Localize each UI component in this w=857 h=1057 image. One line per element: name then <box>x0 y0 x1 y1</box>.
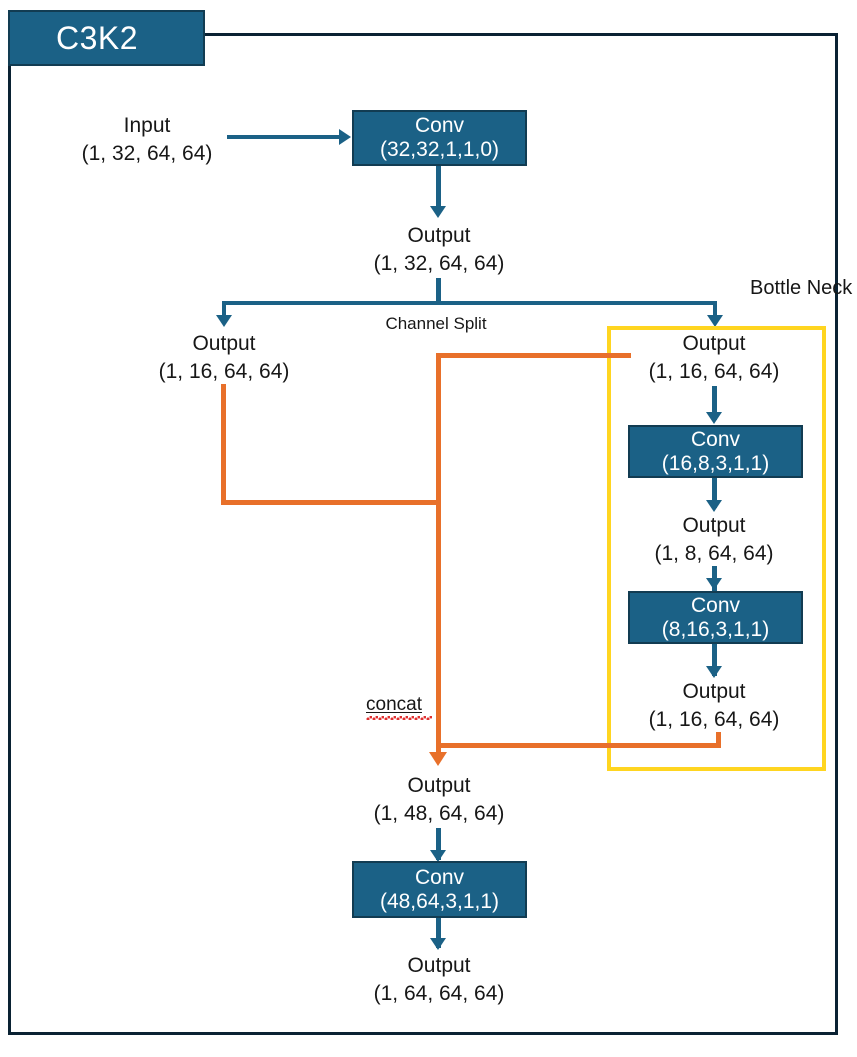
bottleneck-frame <box>607 326 826 771</box>
split-bus <box>222 301 717 305</box>
conv-final-params: (48,64,3,1,1) <box>379 889 500 913</box>
final-output-name: Output <box>407 954 471 977</box>
output-left-shape: (1, 16, 64, 64) <box>158 360 290 383</box>
split-left-drop <box>222 301 226 319</box>
bn-output-shape: (1, 16, 64, 64) <box>648 708 780 731</box>
concat-out-to-conv-arrowhead <box>430 850 446 862</box>
orange-concat-arrowhead <box>429 752 447 766</box>
bn-conv1-out-line <box>712 478 717 508</box>
input-label: Input (1, 32, 64, 64) <box>62 112 232 168</box>
orange-bn-out-vertical <box>716 732 721 748</box>
bn-in-to-conv1-arrowhead <box>706 412 722 424</box>
conv-block-1: Conv (32,32,1,1,0) <box>352 110 527 166</box>
conv1-out-line <box>436 166 441 210</box>
bn-input-name: Output <box>682 332 746 355</box>
split-stem <box>436 278 441 305</box>
orange-left-vertical <box>221 384 226 505</box>
bn-mid-label: Output (1, 8, 64, 64) <box>628 512 800 568</box>
bottleneck-conv-1-name: Conv <box>690 427 741 451</box>
output1-name: Output <box>407 224 471 247</box>
output1-shape: (1, 32, 64, 64) <box>373 252 505 275</box>
split-left-arrowhead <box>216 315 232 327</box>
bn-mid-to-conv2-arrowhead <box>706 578 722 590</box>
concat-output-label: Output (1, 48, 64, 64) <box>353 772 525 828</box>
conv1-out-arrowhead <box>430 206 446 218</box>
bn-mid-name: Output <box>682 514 746 537</box>
bn-in-to-conv1-line <box>712 386 717 420</box>
bn-conv2-out-arrowhead <box>706 666 722 678</box>
conv-block-final: Conv (48,64,3,1,1) <box>352 861 527 918</box>
split-right-drop <box>713 301 717 319</box>
input-name: Input <box>123 114 171 137</box>
bn-mid-shape: (1, 8, 64, 64) <box>654 542 774 565</box>
bn-input-shape: (1, 16, 64, 64) <box>648 360 780 383</box>
orange-bn-tap-horizontal <box>436 353 631 358</box>
bn-output-label: Output (1, 16, 64, 64) <box>628 678 800 734</box>
conv-final-out-line <box>436 918 441 948</box>
page-title: C3K2 <box>56 20 139 56</box>
input-arrow-head <box>339 129 351 145</box>
orange-concat-vertical <box>436 500 441 758</box>
bn-conv2-out-line <box>712 644 717 676</box>
bn-output-name: Output <box>682 680 746 703</box>
concat-spellcheck-underline <box>366 716 432 720</box>
bottleneck-conv-block-1: Conv (16,8,3,1,1) <box>628 425 803 478</box>
input-arrow-line <box>227 135 345 139</box>
output1-label: Output (1, 32, 64, 64) <box>353 222 525 278</box>
conv-block-1-params: (32,32,1,1,0) <box>379 138 500 161</box>
bottleneck-label-line2: Neck <box>806 277 853 299</box>
output-left-name: Output <box>192 332 256 355</box>
orange-concat-upper-vertical <box>436 353 441 505</box>
input-shape: (1, 32, 64, 64) <box>81 142 213 165</box>
title-box: C3K2 <box>8 10 205 66</box>
orange-left-horizontal <box>221 500 441 505</box>
bottleneck-conv-1-params: (16,8,3,1,1) <box>661 451 770 475</box>
conv-final-name: Conv <box>414 865 465 889</box>
concat-output-shape: (1, 48, 64, 64) <box>373 802 505 825</box>
bottleneck-conv-block-2: Conv (8,16,3,1,1) <box>628 591 803 644</box>
bn-conv1-out-arrowhead <box>706 500 722 512</box>
final-output-label: Output (1, 64, 64, 64) <box>353 952 525 1008</box>
conv-final-out-arrowhead <box>430 938 446 950</box>
conv-block-1-name: Conv <box>414 114 465 137</box>
concat-label: concat <box>366 694 422 715</box>
orange-bn-out-horizontal <box>436 743 721 748</box>
bottleneck-label: Bottle Neck <box>750 276 852 301</box>
final-output-shape: (1, 64, 64, 64) <box>373 982 505 1005</box>
bn-input-label: Output (1, 16, 64, 64) <box>628 330 800 386</box>
output-left-label: Output (1, 16, 64, 64) <box>138 330 310 386</box>
bottleneck-conv-2-params: (8,16,3,1,1) <box>661 617 770 641</box>
bottleneck-label-line1: Bottle <box>750 277 802 299</box>
channel-split-label: Channel Split <box>385 314 487 333</box>
bottleneck-conv-2-name: Conv <box>690 593 741 617</box>
outer-frame <box>8 33 838 1035</box>
concat-output-name: Output <box>407 774 471 797</box>
concat-out-to-conv-line <box>436 828 441 860</box>
split-right-arrowhead <box>707 315 723 327</box>
